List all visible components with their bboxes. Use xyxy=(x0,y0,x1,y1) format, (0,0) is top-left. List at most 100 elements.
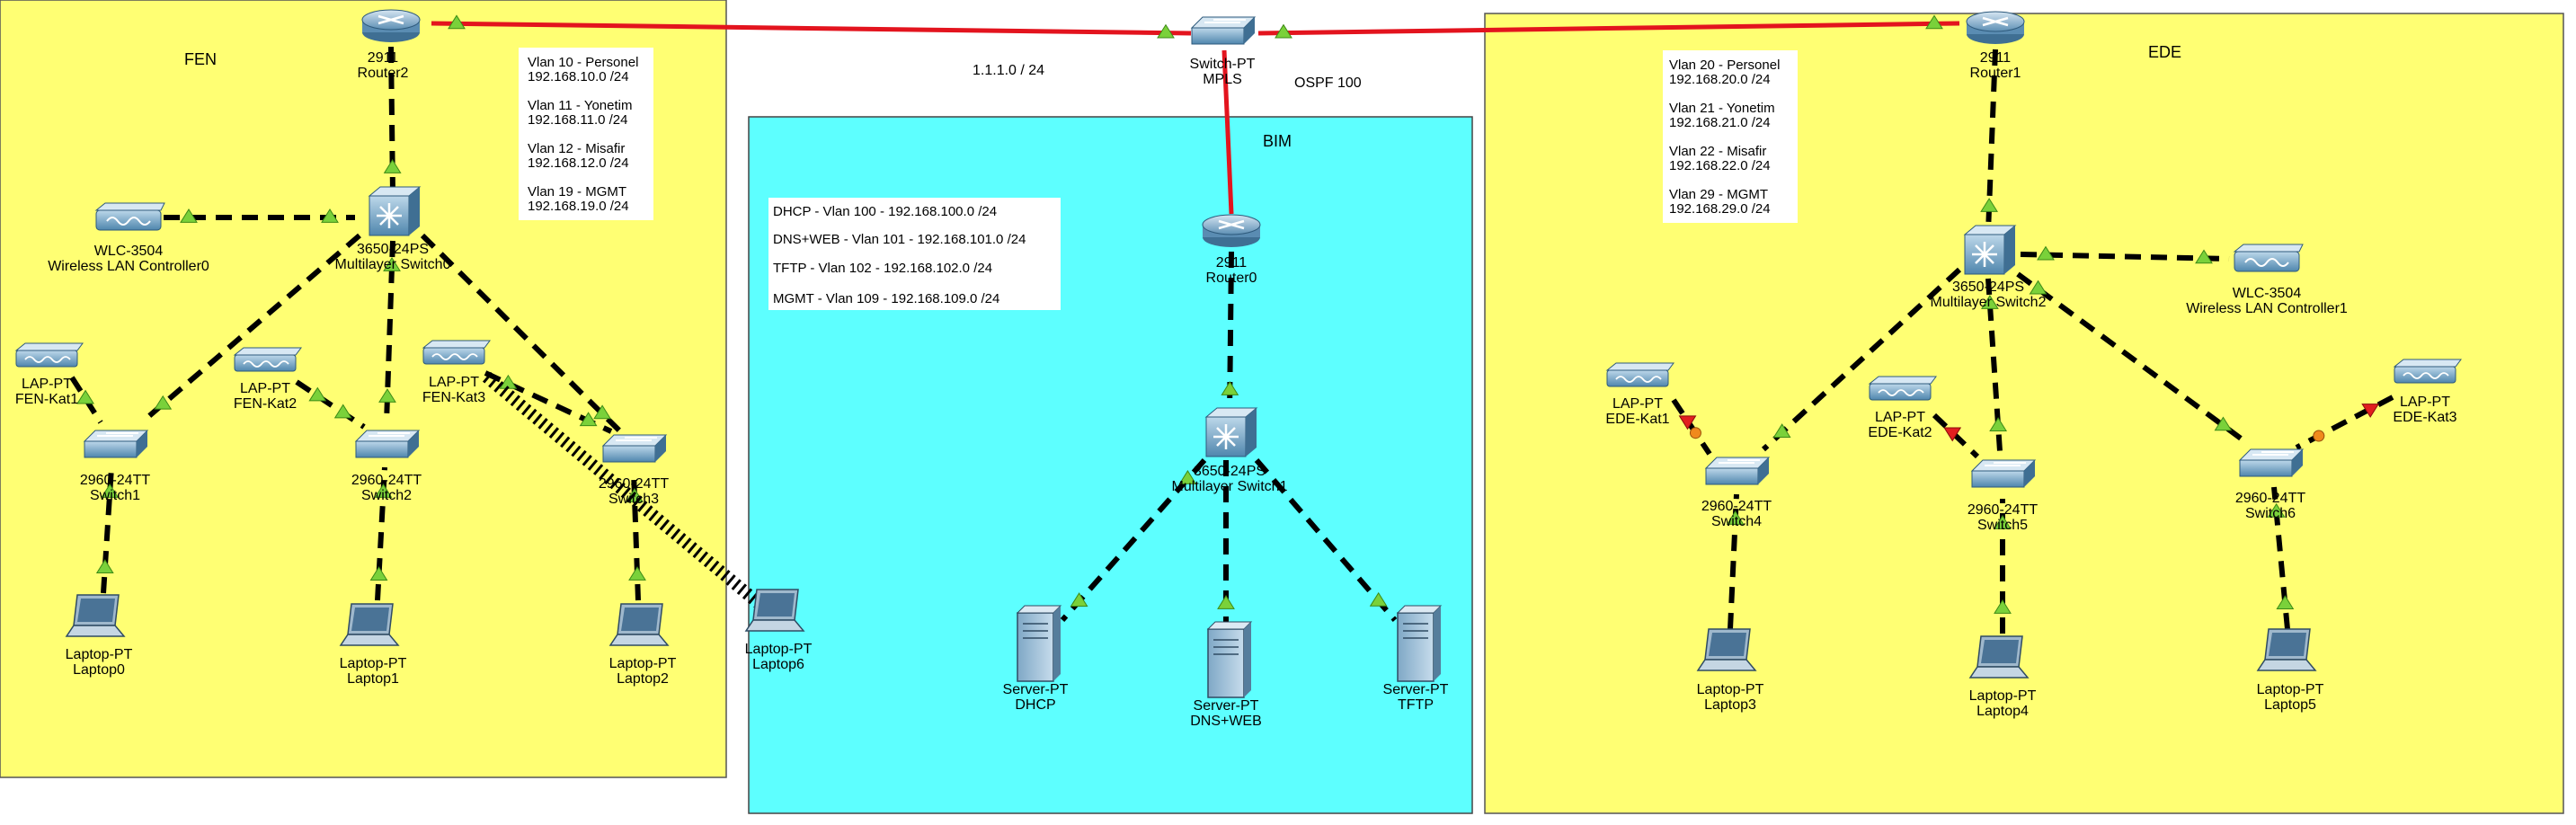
ap-icon[interactable] xyxy=(1868,376,1937,401)
device-name-label: Multilayer Switch0 xyxy=(335,257,451,272)
device-name-label: FEN-Kat2 xyxy=(234,396,297,412)
laptop-icon[interactable] xyxy=(65,594,126,637)
switch-icon[interactable] xyxy=(83,430,149,458)
switch-icon[interactable] xyxy=(1190,16,1257,45)
laptop-icon[interactable] xyxy=(339,603,400,646)
link-mpls-router0[interactable] xyxy=(1221,49,1234,215)
switch-icon[interactable] xyxy=(1970,459,2037,488)
device-model-label: WLC-3504 xyxy=(94,244,164,259)
ap-icon[interactable] xyxy=(2393,359,2462,384)
device-name-label: DHCP xyxy=(1015,697,1055,713)
link-edekat1-switch4[interactable] xyxy=(1671,398,1712,456)
link-mls1-tftp[interactable] xyxy=(1254,458,1398,622)
laptop-icon[interactable] xyxy=(1968,635,2030,679)
link-laptop6-fenkat3[interactable] xyxy=(481,370,764,609)
multilayer-icon[interactable] xyxy=(1204,407,1258,457)
link-mpls-router1[interactable] xyxy=(1257,21,1960,36)
switch-icon[interactable] xyxy=(2238,448,2305,477)
link-mls2-wlc1[interactable] xyxy=(2020,252,2230,262)
link-status-down xyxy=(1678,415,1697,430)
note-fen-line: 192.168.10.0 /24 xyxy=(528,69,629,84)
link-mls0-switch3[interactable] xyxy=(420,233,623,434)
link-mls2-switch6[interactable] xyxy=(2016,271,2245,443)
laptop-icon[interactable] xyxy=(744,589,805,632)
link-status-up xyxy=(1221,381,1239,395)
server-icon[interactable] xyxy=(1206,621,1253,698)
device-model-label: 2911 xyxy=(1216,255,1248,271)
ap-icon[interactable] xyxy=(14,342,84,368)
router-icon[interactable] xyxy=(1202,214,1261,247)
link-status-up xyxy=(579,412,598,427)
multilayer-icon[interactable] xyxy=(1963,225,2017,275)
ap-icon[interactable] xyxy=(233,347,302,372)
multilayer-icon[interactable] xyxy=(368,186,422,236)
switch-icon[interactable] xyxy=(354,430,421,458)
link-fenkat2-switch2[interactable] xyxy=(295,379,366,430)
device-model-label: Laptop-PT xyxy=(340,656,407,671)
link-edekat3-switch6[interactable] xyxy=(2295,395,2394,450)
device-model-label: LAP-PT xyxy=(429,375,479,390)
link-status-waiting xyxy=(2313,430,2325,442)
router-icon[interactable] xyxy=(361,9,421,42)
link-mls0-switch1[interactable] xyxy=(142,233,361,423)
device-name-label: Switch1 xyxy=(90,488,140,503)
wlc-icon[interactable] xyxy=(2233,244,2304,272)
server-icon[interactable] xyxy=(1396,605,1443,682)
switch-icon[interactable] xyxy=(1704,457,1771,485)
laptop-icon[interactable] xyxy=(2256,628,2317,671)
device-model-label: LAP-PT xyxy=(22,377,72,392)
device-name-label: Laptop5 xyxy=(2264,697,2316,713)
link-mls1-dhcp[interactable] xyxy=(1060,458,1207,622)
router-icon[interactable] xyxy=(1966,11,2025,44)
note-fen-line: Vlan 11 - Yonetim xyxy=(528,98,632,113)
device-name-label: FEN-Kat1 xyxy=(15,392,78,407)
laptop-icon[interactable] xyxy=(608,603,670,646)
link-status-up xyxy=(1980,294,1999,309)
switch-icon[interactable] xyxy=(601,434,668,463)
device-name-label: EDE-Kat1 xyxy=(1605,412,1669,427)
link-mls2-switch4[interactable] xyxy=(1761,267,1962,452)
ap-icon[interactable] xyxy=(422,340,491,365)
link-router1-mls2[interactable] xyxy=(1985,49,1998,233)
ap-icon[interactable] xyxy=(1605,362,1674,387)
server-icon[interactable] xyxy=(1016,605,1062,682)
note-bim-line: DHCP - Vlan 100 - 192.168.100.0 /24 xyxy=(773,204,997,219)
link-status-up xyxy=(378,388,396,403)
laptop-icon[interactable] xyxy=(1696,628,1757,671)
device-name-label: Router1 xyxy=(1970,66,2021,81)
wlc-icon[interactable] xyxy=(94,202,165,231)
link-router2-mpls[interactable] xyxy=(431,21,1192,36)
